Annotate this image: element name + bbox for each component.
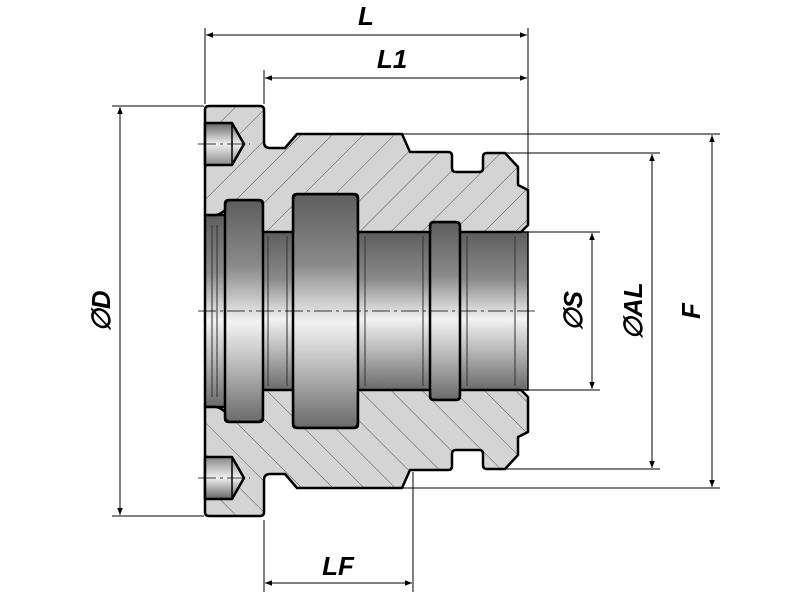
dim-label-AL: ∅AL <box>618 282 648 339</box>
dim-label-S: ∅S <box>558 290 588 331</box>
dim-label-F: F <box>676 302 706 319</box>
dim-label-D: ∅D <box>86 290 116 332</box>
dim-label-L1: L1 <box>377 44 407 74</box>
dim-label-L: L <box>358 1 374 31</box>
center-lines <box>198 143 535 479</box>
extension-lines <box>112 28 720 592</box>
dimension-lines <box>117 32 715 586</box>
dim-label-LF: LF <box>322 551 355 581</box>
section-upper-half <box>203 104 530 234</box>
